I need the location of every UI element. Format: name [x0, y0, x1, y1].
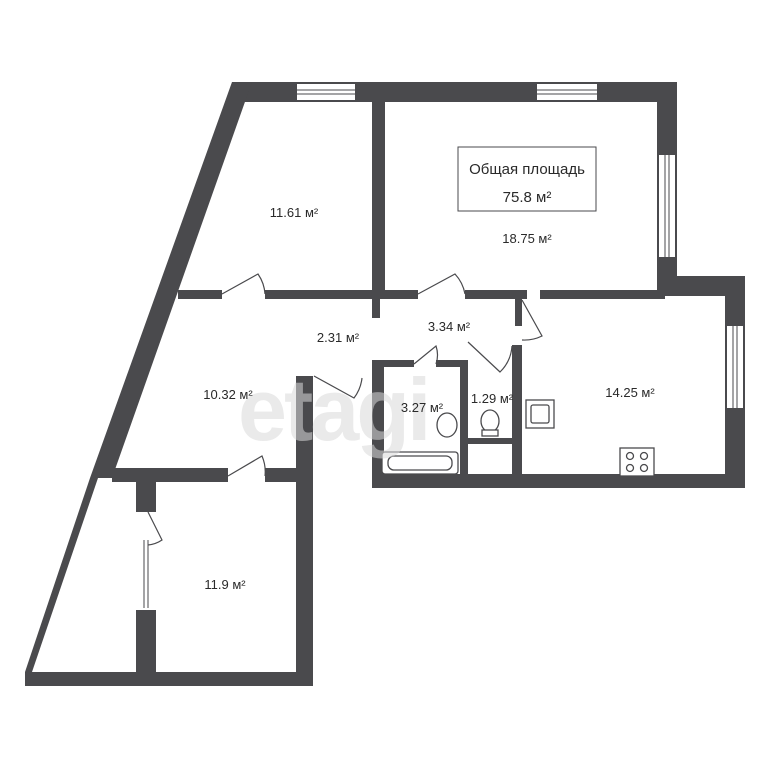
total-area-title: Общая площадь: [469, 161, 585, 178]
doors: [147, 273, 543, 546]
toilet-icon: [480, 409, 500, 433]
total-area-value: 75.8 м²: [503, 189, 552, 206]
watermark-logo: etagi: [238, 360, 428, 459]
room-labels: 11.61 м² 18.75 м² 2.31 м² 3.34 м² 10.32 …: [203, 205, 655, 592]
room-area-label: 10.32 м²: [203, 387, 253, 402]
stove-icon: [619, 447, 655, 477]
room-area-label: 14.25 м²: [605, 385, 655, 400]
room-area-label: 3.27 м²: [401, 400, 444, 415]
room-area-label: 11.61 м²: [270, 205, 319, 220]
fixtures: [381, 399, 655, 477]
room-area-label: 2.31 м²: [317, 330, 360, 345]
windows: [28, 84, 743, 673]
room-area-label: 18.75 м²: [502, 231, 552, 246]
room-area-label: 3.34 м²: [428, 319, 471, 334]
total-area-box: Общая площадь 75.8 м²: [457, 146, 597, 212]
room-area-label: 1.29 м²: [471, 391, 514, 406]
room-area-label: 11.9 м²: [204, 577, 246, 592]
washbasin-icon: [436, 412, 458, 438]
